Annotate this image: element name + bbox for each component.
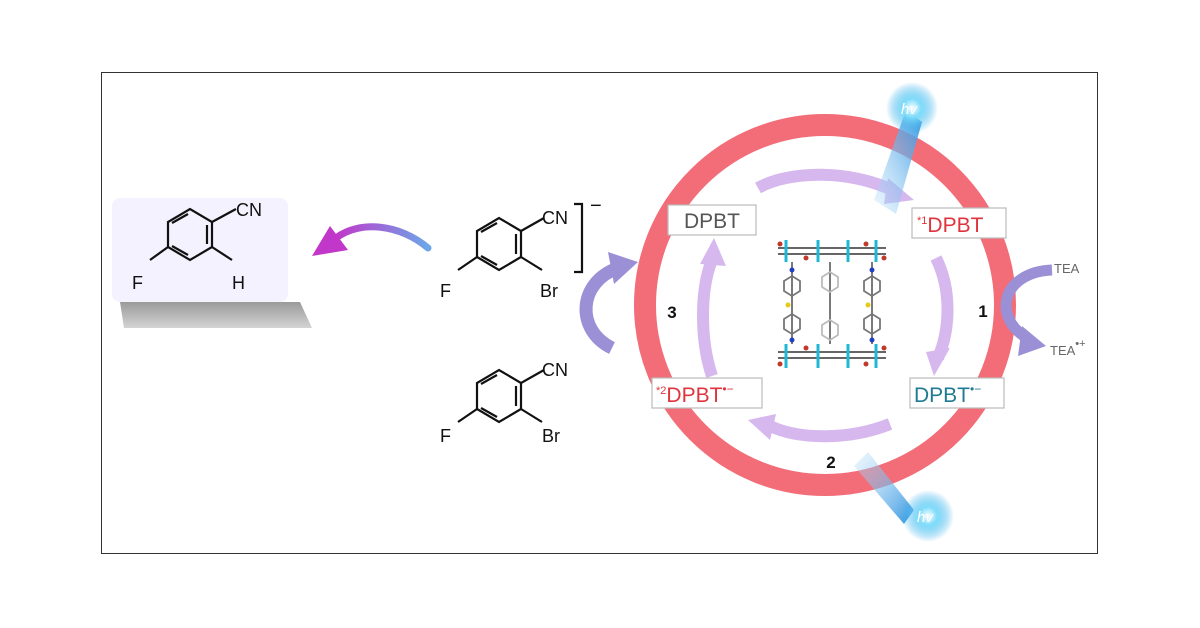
tea-radical-label: TEA•+ bbox=[1050, 338, 1086, 358]
hv-top: hv bbox=[874, 82, 938, 214]
product-panel-shadow bbox=[120, 302, 312, 328]
hv-bottom: hv bbox=[854, 452, 954, 542]
step-1-label: 1 bbox=[978, 302, 987, 321]
inner-arrow-top bbox=[755, 168, 895, 196]
molecular-cage-structure bbox=[777, 240, 887, 368]
product-cn-label: CN bbox=[236, 200, 262, 220]
svg-text:*1DPBT: *1DPBT bbox=[917, 214, 984, 237]
substrate-molecule bbox=[457, 368, 545, 424]
substrate-f-label: F bbox=[440, 426, 451, 446]
product-panel-bg bbox=[112, 198, 288, 302]
inner-arrow-bottom bbox=[767, 418, 893, 443]
left-exchange-arrow bbox=[579, 252, 638, 354]
step-3-label: 3 bbox=[667, 303, 676, 322]
svg-text:DPBT: DPBT bbox=[684, 210, 740, 233]
substrate-br-label: Br bbox=[542, 426, 560, 446]
svg-text:*2DPBT•−: *2DPBT•− bbox=[656, 382, 734, 407]
product-h-label: H bbox=[232, 273, 245, 293]
substrate-cn-label: CN bbox=[542, 360, 568, 380]
label-dpbt-radical: DPBT•− bbox=[909, 377, 1005, 409]
radical-anion-cn-label: CN bbox=[542, 208, 568, 228]
product-molecule bbox=[149, 207, 237, 262]
inner-arrow-right bbox=[930, 255, 954, 361]
product-panel: CN F H bbox=[112, 198, 312, 328]
label-excited-radical: *2DPBT•− bbox=[651, 377, 763, 409]
light-bulb-icon bbox=[902, 490, 954, 542]
label-excited-dpbt: *1DPBT bbox=[911, 207, 1007, 239]
product-arrow bbox=[312, 223, 432, 256]
hv-top-label: hv bbox=[901, 101, 918, 118]
inner-arrow-left bbox=[697, 257, 718, 378]
step-2-label: 2 bbox=[826, 453, 835, 472]
radical-anion-br-label: Br bbox=[540, 281, 558, 301]
figure-frame bbox=[101, 72, 1098, 554]
radical-anion-charge: − bbox=[590, 195, 602, 217]
right-tea-arrow bbox=[1000, 264, 1053, 356]
label-dpbt: DPBT bbox=[667, 204, 757, 236]
svg-text:DPBT•−: DPBT•− bbox=[914, 382, 981, 407]
product-arrowhead bbox=[312, 226, 348, 256]
hv-bottom-label: hv bbox=[917, 509, 934, 526]
radical-anion-f-label: F bbox=[440, 281, 451, 301]
radical-anion-molecule bbox=[457, 202, 584, 274]
product-f-label: F bbox=[132, 273, 143, 293]
tea-label: TEA bbox=[1054, 261, 1080, 276]
light-bulb-icon bbox=[886, 82, 938, 134]
